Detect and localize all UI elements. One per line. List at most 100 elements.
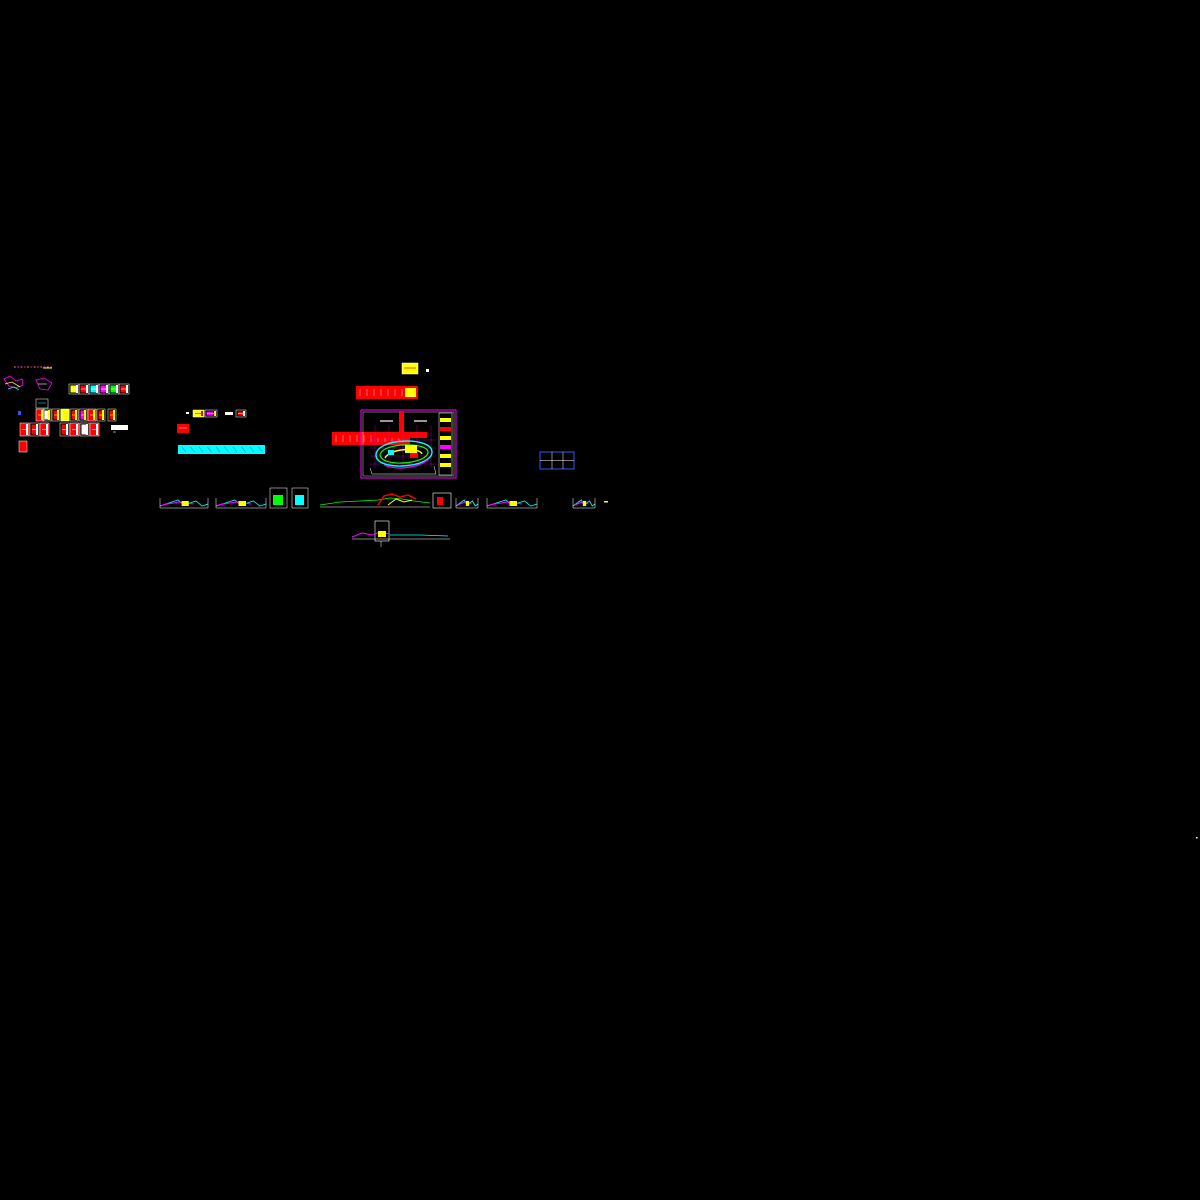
legend-strip-line [249, 446, 255, 453]
detail-sheet-titleblock [26, 424, 28, 435]
detail-sheet-titleblock [66, 410, 68, 420]
detail-sheet-titleblock [96, 424, 98, 435]
detail-sheet-titleblock [76, 385, 78, 393]
stray-mark [1196, 837, 1198, 839]
building [465, 501, 470, 506]
detail-sheet-titleblock [86, 424, 88, 435]
plan-ring [379, 444, 429, 464]
detail-sheet-frame [79, 422, 90, 437]
detail-sheet-titleblock [76, 424, 78, 435]
detail-sheet-titleblock [93, 410, 95, 420]
detail-sheet-titleblock [84, 410, 86, 420]
detail-sheet-titleblock [48, 410, 50, 420]
title-block-cell [440, 427, 451, 431]
detail-sheet-titleblock [46, 424, 48, 435]
red-section-bands [332, 362, 429, 445]
detail-sheet-frame [35, 398, 49, 409]
detail-sheet-frame [29, 422, 40, 437]
detail-sheet-group-west [3, 366, 130, 453]
road [399, 411, 404, 439]
tall-frame-content [295, 495, 304, 505]
tall-frame-content [273, 495, 283, 505]
title-block [438, 412, 453, 476]
plan-inner-border [362, 411, 455, 477]
title-block-cell [440, 436, 451, 440]
site-sketch [7, 386, 20, 391]
detail-sheet-frame [51, 408, 61, 422]
marker [604, 501, 608, 503]
yellow-tag [405, 388, 416, 397]
detail-sheet-titleblock [75, 410, 77, 420]
legend-strip-line [224, 446, 229, 453]
master-site-plan [360, 409, 457, 479]
title-block-cell [440, 463, 451, 467]
detail-sheet-titleblock [201, 411, 203, 416]
plan-ring [383, 459, 429, 469]
detail-sheet-frame [235, 409, 247, 418]
site-sketch [35, 377, 53, 391]
legend-strip-line [215, 446, 221, 453]
plan-border [360, 409, 457, 479]
tall-frame [269, 487, 288, 509]
tall-frame [291, 487, 309, 509]
building [388, 450, 394, 455]
legend-strip-line [241, 446, 246, 453]
detail-sheet-titleblock [36, 424, 38, 435]
detail-sheet-titleblock [66, 424, 68, 435]
legend-strip-line [190, 446, 195, 453]
plan-ring [369, 465, 437, 475]
terrain [387, 498, 413, 506]
building [378, 531, 386, 537]
legend-strip-line [181, 446, 187, 453]
detail-sheet-titleblock [126, 385, 128, 393]
plan-ring [375, 440, 433, 467]
detail-sheet-titleblock [113, 410, 115, 420]
title-block-cell [440, 454, 451, 458]
site-sketch [4, 381, 21, 388]
detail-sheet-titleblock [243, 411, 245, 416]
marker [225, 412, 233, 415]
detail-sheet-frame [59, 422, 70, 437]
legend-strip-cyan [177, 409, 265, 454]
detail-sheet-titleblock [102, 410, 104, 420]
marker [1196, 837, 1198, 839]
detail-sheet-titleblock [41, 410, 43, 420]
building [582, 501, 587, 506]
detail-sheet-titleblock [106, 385, 108, 393]
section-box [374, 520, 390, 542]
detail-sheet-frame [204, 409, 218, 418]
legend-strip [178, 445, 265, 454]
legend-strip-line [198, 446, 204, 453]
elevation-row [159, 487, 608, 509]
title-block-cell [440, 445, 451, 449]
building [238, 501, 246, 506]
detail-sheet-frame [111, 425, 128, 430]
detail-sheet-frame [18, 440, 28, 453]
plan-ring [384, 448, 423, 459]
terrain [377, 493, 417, 506]
detail-sheet-frame [42, 408, 52, 422]
legend-strip-line [207, 446, 212, 453]
yellow-tag [401, 362, 419, 375]
building [405, 445, 417, 453]
terrain [390, 534, 449, 537]
detail-sheet-frame [118, 383, 130, 395]
detail-sheet-frame [69, 408, 79, 422]
building [181, 501, 189, 506]
detail-sheet-titleblock [116, 385, 118, 393]
road [372, 432, 427, 438]
legend-strip-line [232, 446, 238, 453]
detail-sheet-frame [78, 408, 88, 422]
legend-strip-line [258, 446, 263, 453]
detail-sheet-titleblock [57, 410, 59, 420]
marker [186, 412, 189, 414]
building [437, 497, 443, 505]
detail-sheet-titleblock [96, 385, 98, 393]
building [410, 453, 418, 458]
title-block-cell [440, 418, 451, 422]
site-sketch [3, 375, 24, 389]
marker [426, 369, 429, 372]
terrain [457, 501, 472, 506]
